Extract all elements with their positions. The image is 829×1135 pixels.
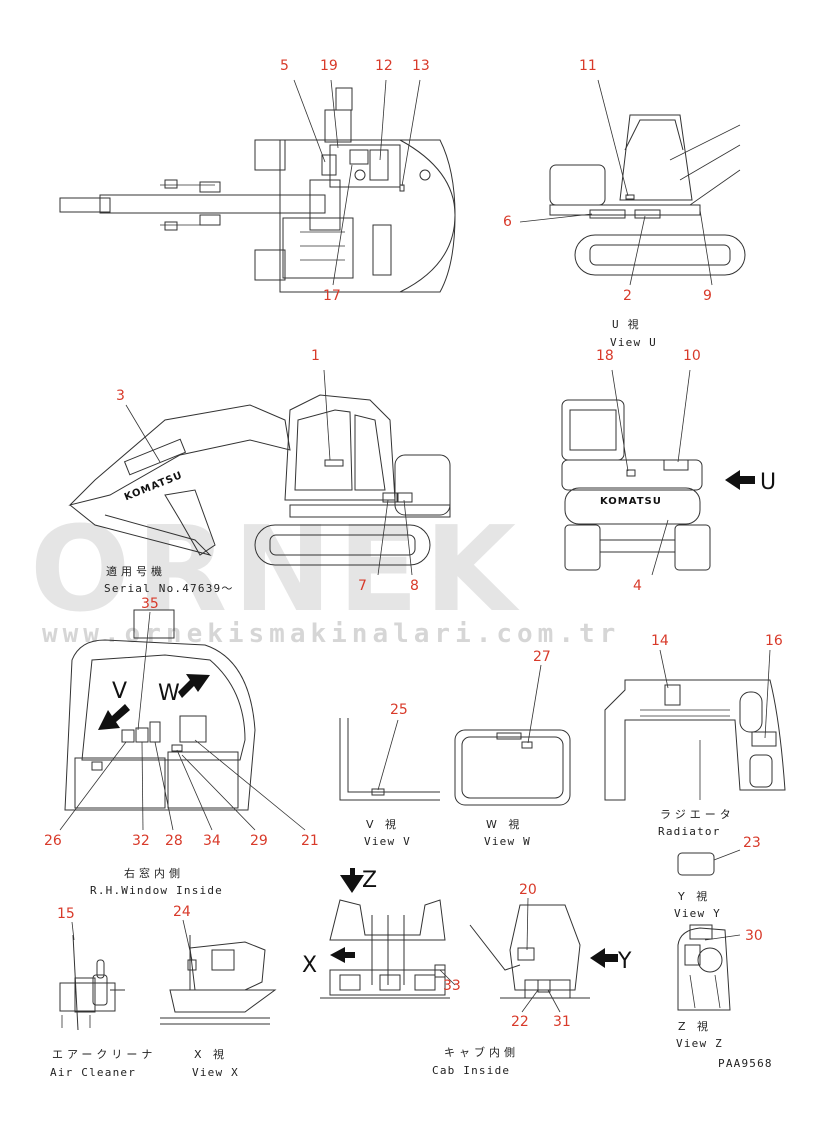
caption-view-z-jp: Z 視 (678, 1019, 712, 1033)
callout-26: 26 (44, 833, 62, 849)
caption-cab-inside-jp: キャブ内側 (444, 1045, 519, 1059)
excavator-rear-view: KOMATSU (561, 399, 755, 571)
radiator-view (604, 679, 786, 801)
callout-10: 10 (683, 348, 701, 364)
callout-8: 8 (410, 578, 419, 594)
air-cleaner-view (59, 934, 125, 1031)
excavator-top-view (59, 87, 456, 293)
rh-window-inside-view (64, 609, 256, 811)
callout-1: 1 (311, 348, 320, 364)
callout-29: 29 (250, 833, 268, 849)
arrow-label-v: V (112, 679, 127, 704)
caption-view-w-jp: W 視 (486, 817, 523, 831)
excavator-view-u (549, 114, 746, 276)
callout-19: 19 (320, 58, 338, 74)
callout-14: 14 (651, 633, 669, 649)
caption-view-y: View Y (674, 907, 721, 920)
caption-radiator-jp: ラジエータ (660, 808, 735, 821)
arrow-label-w: W (158, 681, 180, 706)
callout-34: 34 (203, 833, 221, 849)
caption-view-v: View V (364, 835, 411, 848)
callout-15: 15 (57, 906, 75, 922)
arrow-label-x: X (302, 953, 317, 978)
callout-23: 23 (743, 835, 761, 851)
view-y-sticker (677, 852, 715, 876)
caption-air-cleaner-jp: エアークリーナ (52, 1048, 156, 1061)
caption-view-y-jp: Y 視 (677, 889, 711, 903)
caption-view-u: View U (610, 336, 657, 349)
rear-brand-text: KOMATSU (600, 496, 662, 507)
boom-brand-text: KOMATSU (123, 470, 184, 503)
cab-inside-front-view (320, 868, 450, 999)
callout-5: 5 (280, 58, 289, 74)
caption-view-u-jp: U 視 (612, 317, 640, 331)
view-z-sketch (677, 924, 731, 1011)
callout-21: 21 (301, 833, 319, 849)
callout-11: 11 (579, 58, 597, 74)
callout-3: 3 (116, 388, 125, 404)
watermark-brand: ORNEK (30, 500, 522, 638)
callout-33: 33 (443, 978, 461, 994)
cab-inside-side-view (469, 904, 618, 999)
callout-16: 16 (765, 633, 783, 649)
callout-25: 25 (390, 702, 408, 718)
callout-17: 17 (323, 288, 341, 304)
callout-numbers: 5 19 12 13 17 11 6 2 9 1 3 18 10 7 8 4 3… (44, 58, 783, 1030)
callout-9: 9 (703, 288, 712, 304)
callout-7: 7 (358, 578, 367, 594)
caption-view-w: View W (484, 835, 531, 848)
caption-serial-jp: 適用号機 (106, 564, 166, 578)
callout-30: 30 (745, 928, 763, 944)
view-x-sketch (160, 935, 277, 1025)
view-w-sketch (454, 729, 571, 806)
callout-32: 32 (132, 833, 150, 849)
caption-rh-window-jp: 右窓内側 (124, 866, 184, 880)
callout-22: 22 (511, 1014, 529, 1030)
callout-18: 18 (596, 348, 614, 364)
caption-view-v-jp: V 視 (366, 817, 400, 831)
caption-radiator: Radiator (658, 825, 721, 838)
callout-31: 31 (553, 1014, 571, 1030)
callout-27: 27 (533, 649, 551, 665)
callout-13: 13 (412, 58, 430, 74)
caption-cab-inside: Cab Inside (432, 1064, 510, 1077)
drawing-code: PAA9568 (718, 1057, 773, 1070)
view-v-sketch (339, 718, 440, 801)
callout-35: 35 (141, 596, 159, 612)
arrow-label-y: Y (617, 949, 632, 974)
callout-2: 2 (623, 288, 632, 304)
callout-12: 12 (375, 58, 393, 74)
watermark-url: www.ornekismakinalari.com.tr (42, 619, 620, 649)
leader-lines (59, 79, 771, 1013)
caption-view-z: View Z (676, 1037, 723, 1050)
callout-4: 4 (633, 578, 642, 594)
caption-air-cleaner: Air Cleaner (50, 1066, 136, 1079)
caption-view-x-jp: X 視 (194, 1047, 228, 1061)
caption-view-x: View X (192, 1066, 239, 1079)
arrow-label-z: Z (362, 868, 377, 893)
arrow-label-u: U (760, 470, 776, 495)
callout-28: 28 (165, 833, 183, 849)
callout-20: 20 (519, 882, 537, 898)
caption-rh-window: R.H.Window Inside (90, 884, 223, 897)
caption-serial: Serial No.47639～ (104, 582, 234, 595)
callout-6: 6 (503, 214, 512, 230)
callout-24: 24 (173, 904, 191, 920)
